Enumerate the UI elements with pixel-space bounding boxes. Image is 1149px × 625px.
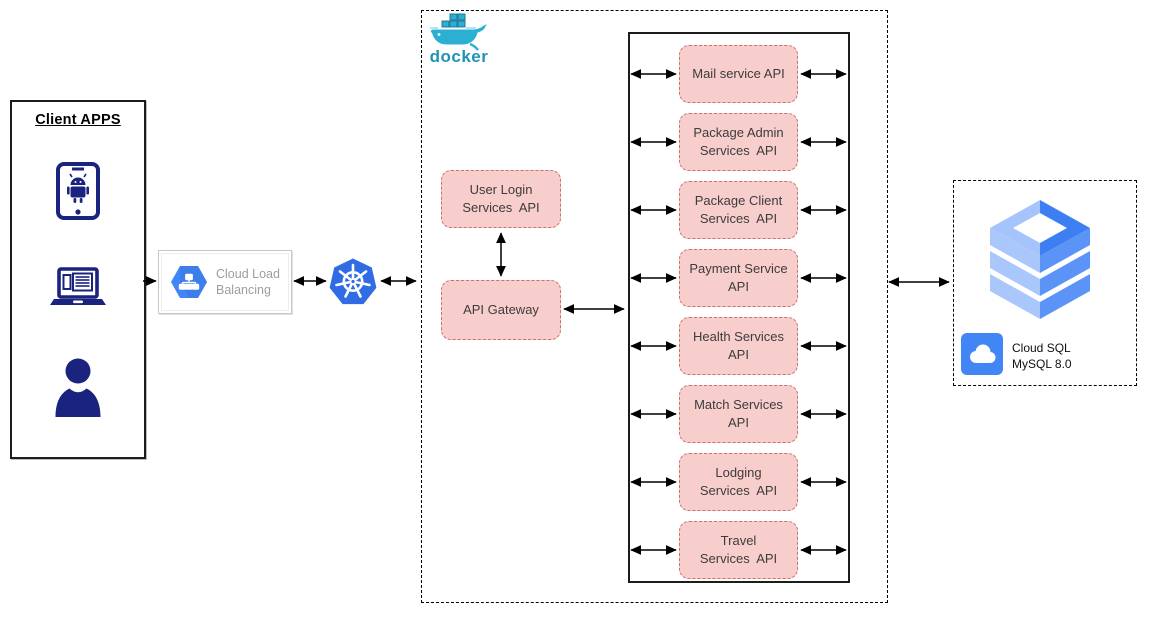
microservices-frame: [628, 32, 850, 583]
service-box-mail: Mail service API: [679, 45, 798, 103]
service-box-package-client: Package Client Services API: [679, 181, 798, 239]
user-login-services-api-box: User Login Services API: [441, 170, 561, 228]
client-apps-title: Client APPS: [35, 112, 121, 128]
service-box-health: Health Services API: [679, 317, 798, 375]
cloud-tile-icon: [961, 333, 1003, 375]
service-box-package-admin: Package Admin Services API: [679, 113, 798, 171]
cloud-sql-label: Cloud SQL MySQL 8.0: [1012, 341, 1072, 372]
service-box-match: Match Services API: [679, 385, 798, 443]
android-robot-glyph: [67, 173, 89, 203]
docker-container-box: [421, 10, 888, 603]
service-box-lodging: Lodging Services API: [679, 453, 798, 511]
cloud-sql-box: [953, 180, 1137, 386]
cloud-sql-stack-icon: [990, 200, 1090, 319]
android-phone-icon: [56, 162, 100, 220]
laptop-icon: [50, 267, 106, 305]
cloud-load-balancing-label: Cloud Load Balancing: [216, 266, 280, 298]
cloud-load-balancing-box: Cloud Load Balancing: [158, 250, 292, 314]
client-apps-box: Client APPS: [10, 100, 146, 459]
cloud-glyph: [970, 344, 996, 363]
user-icon: [55, 358, 101, 417]
kubernetes-helm-wheel-icon: [329, 258, 377, 305]
api-gateway-box: API Gateway: [441, 280, 561, 340]
service-box-travel: Travel Services API: [679, 521, 798, 579]
docker-logo-text: docker: [429, 47, 489, 66]
gcp-load-balancing-hexagon-icon: [171, 266, 207, 298]
service-box-payment: Payment Service API: [679, 249, 798, 307]
cloud-load-balancing-inner: Cloud Load Balancing: [161, 253, 289, 311]
docker-whale-icon: [430, 13, 487, 51]
